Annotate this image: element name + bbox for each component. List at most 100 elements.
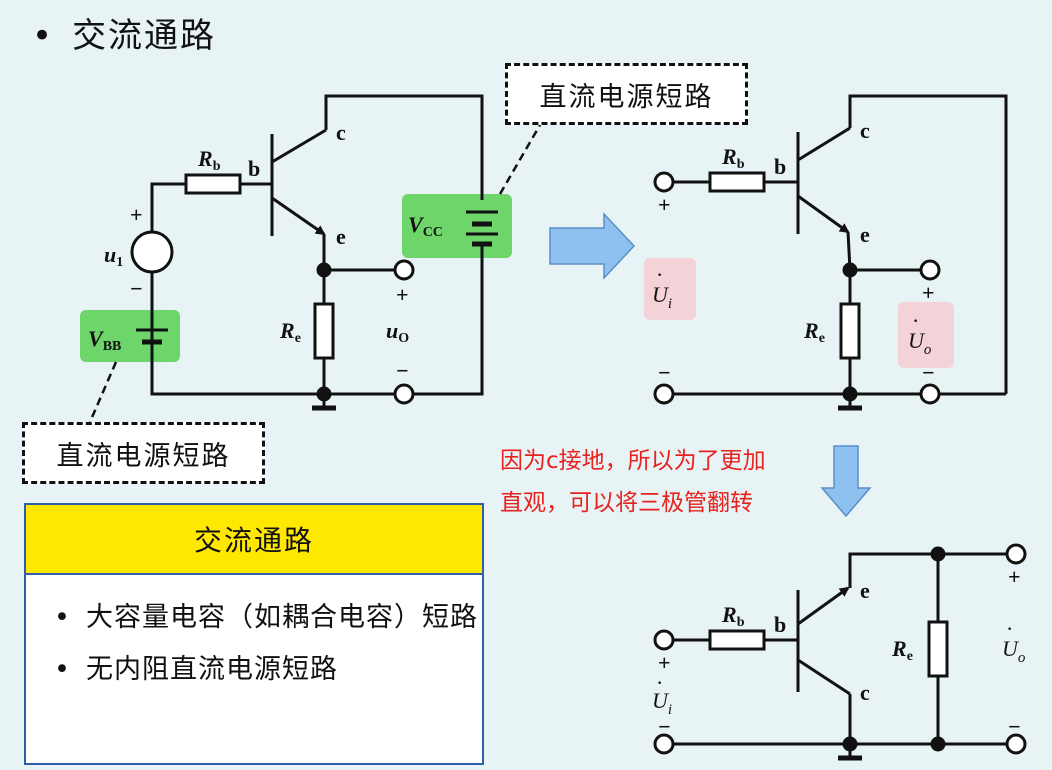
flipped-circuit-labels: e b c Rb Re + − + − · Ui · Uo xyxy=(652,564,1026,739)
ac-label-ui-dot: · xyxy=(656,262,663,287)
fl-label-rb: Rb xyxy=(721,602,745,630)
dc-short-text-bottom: 直流电源短路 xyxy=(56,440,231,472)
fl-collector-line xyxy=(797,658,851,696)
title-bullet: • xyxy=(32,16,55,56)
fl-emitter-line xyxy=(797,586,850,626)
fl-node-bottom xyxy=(930,736,946,752)
fl-output-terminal-bottom xyxy=(1005,733,1027,755)
original-circuit-labels: c b e Rb Re u1 uO VBB VCC + − + − xyxy=(88,120,443,383)
label-vcc: VCC xyxy=(408,212,443,240)
fl-label-out-minus: − xyxy=(1008,714,1021,739)
uo-highlight xyxy=(898,302,954,368)
down-arrow xyxy=(820,445,872,518)
ac-label-e: e xyxy=(860,222,870,247)
summary-heading: 交流通路 xyxy=(26,505,482,575)
summary-box: 交流通路 大容量电容（如耦合电容）短路 无内阻直流电源短路 xyxy=(24,503,484,765)
fl-label-uo-dot: · xyxy=(1006,616,1013,641)
base-wire xyxy=(150,182,186,232)
ac-circuit-labels: c b e Rb Re + − + − · Ui · Uo xyxy=(652,118,935,385)
label-re: Re xyxy=(279,318,301,346)
ac-label-out-plus: + xyxy=(922,280,935,305)
ac-re-resistor xyxy=(839,302,861,360)
ac-label-c: c xyxy=(860,118,870,143)
right-arrow xyxy=(549,212,636,280)
summary-item: 大容量电容（如耦合电容）短路 xyxy=(54,593,482,643)
label-b: b xyxy=(248,156,260,181)
collector-wire xyxy=(324,94,484,200)
dc-short-label-bottom: 直流电源短路 xyxy=(22,422,265,484)
ac-collector-line xyxy=(797,126,851,162)
ac-collector-wire xyxy=(848,94,1008,394)
summary-item: 无内阻直流电源短路 xyxy=(54,643,482,697)
fl-output-terminal-top xyxy=(1005,543,1027,565)
fl-label-out-plus: + xyxy=(1008,564,1021,589)
re-resistor xyxy=(313,302,335,360)
flip-note-line1: 因为c接地，所以为了更加 xyxy=(500,448,766,474)
ac-rb-resistor xyxy=(708,171,766,193)
ac-label-uo-dot: · xyxy=(912,308,919,333)
ac-output-terminal-top xyxy=(919,259,941,281)
fl-input-terminal-bottom xyxy=(653,733,675,755)
ac-input-terminal-bottom xyxy=(653,383,675,405)
ac-input-terminal-top xyxy=(653,171,675,193)
right-rail xyxy=(414,244,484,396)
ui-highlight xyxy=(644,258,696,320)
label-uo: uO xyxy=(386,318,409,346)
flip-note-line2: 直观，可以将三极管翻转 xyxy=(500,490,753,516)
page-title: • 交流通路 xyxy=(32,8,216,57)
original-circuit xyxy=(80,94,542,423)
collector-line xyxy=(271,128,327,164)
label-u1-plus: + xyxy=(130,202,143,227)
fl-label-c: c xyxy=(860,680,870,705)
source-u1 xyxy=(130,230,174,274)
ac-label-uo: Uo xyxy=(908,328,932,358)
fl-label-uo: Uo xyxy=(1002,636,1026,666)
rb-resistor xyxy=(184,173,242,195)
fl-label-re: Re xyxy=(891,636,913,664)
label-vbb: VBB xyxy=(88,326,121,354)
fl-label-e: e xyxy=(860,578,870,603)
ac-label-in-plus: + xyxy=(658,192,671,217)
pointer-bottom xyxy=(88,361,118,423)
title-text: 交流通路 xyxy=(72,16,217,56)
label-uo-minus: − xyxy=(396,358,409,383)
ac-label-rb: Rb xyxy=(721,144,745,172)
ac-output-terminal-bottom xyxy=(919,383,941,405)
fl-label-in-minus: − xyxy=(658,714,671,739)
label-uo-plus: + xyxy=(396,282,409,307)
fl-label-ui-dot: · xyxy=(656,670,663,695)
ac-label-in-minus: − xyxy=(658,360,671,385)
fl-node-top xyxy=(930,546,946,562)
fl-label-in-plus: + xyxy=(658,650,671,675)
ac-label-out-minus: − xyxy=(922,360,935,385)
emitter-wire xyxy=(322,234,394,272)
dc-short-text-top: 直流电源短路 xyxy=(539,81,714,113)
label-u1-minus: − xyxy=(130,276,143,301)
fl-emitter-wire xyxy=(848,552,1006,588)
label-c: c xyxy=(336,120,346,145)
label-rb: Rb xyxy=(197,146,221,174)
node-emitter xyxy=(316,262,332,278)
dc-short-label-top: 直流电源短路 xyxy=(505,63,748,125)
vbb-highlight xyxy=(80,310,180,362)
flip-note: 因为c接地，所以为了更加 直观，可以将三极管翻转 xyxy=(500,440,820,524)
fl-label-b: b xyxy=(774,612,786,637)
ac-label-b: b xyxy=(774,154,786,179)
ac-circuit xyxy=(644,94,1008,411)
fl-label-ui: Ui xyxy=(652,688,672,718)
ac-emitter-wire xyxy=(846,231,920,272)
output-terminal-top xyxy=(393,259,415,281)
ac-emitter-line xyxy=(797,194,850,234)
fl-rb-resistor xyxy=(708,629,766,651)
flipped-circuit xyxy=(653,543,1027,761)
summary-list: 大容量电容（如耦合电容）短路 无内阻直流电源短路 xyxy=(26,575,482,697)
ac-node-emitter xyxy=(842,262,858,278)
pointer-top xyxy=(498,124,542,195)
emitter-line xyxy=(271,196,326,236)
label-u1: u1 xyxy=(104,242,123,270)
ac-label-ui: Ui xyxy=(652,282,672,312)
label-e: e xyxy=(336,224,346,249)
bottom-rail xyxy=(150,326,394,396)
ac-label-re: Re xyxy=(803,318,825,346)
